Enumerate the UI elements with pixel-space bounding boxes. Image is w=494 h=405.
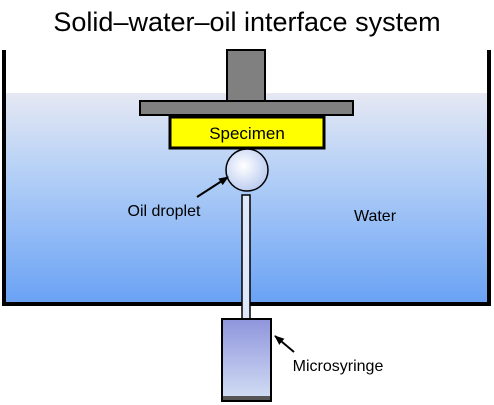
water-label: Water [354,208,397,225]
specimen-block [168,115,326,150]
microsyringe-arrow [274,335,295,353]
holder-stem [226,49,266,103]
oil-droplet-arrow [196,176,229,198]
microsyringe-barrel [221,318,272,402]
holder-plate [139,100,354,116]
microsyringe-label: Microsyringe [293,358,384,375]
diagram-title: Solid–water–oil interface system [53,7,440,37]
specimen-label: Specimen [209,124,285,143]
oil-droplet [225,148,269,192]
syringe-needle [241,194,251,320]
oil-droplet-label: Oil droplet [128,203,201,220]
